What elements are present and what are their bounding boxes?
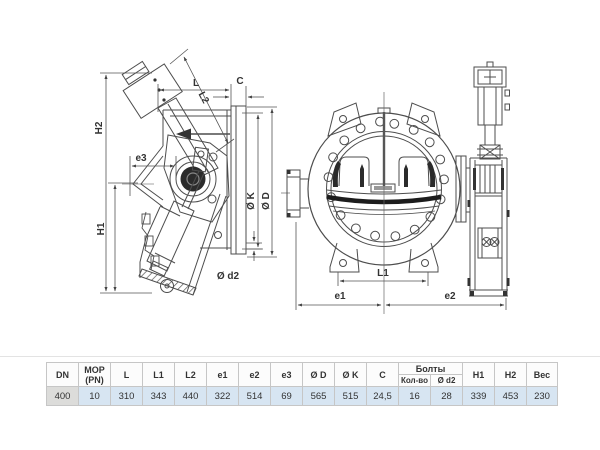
flange-side [226,105,247,255]
dim-label-h1: H1 [96,222,107,235]
dim-label-h2: H2 [94,121,105,134]
cell-mop: 10 [78,386,111,406]
base-hatch [138,268,197,296]
cell-od: 565 [302,386,335,406]
bolt-dot [162,98,166,102]
front-view-dimensions [295,222,507,310]
cell-bolts-qty: 16 [398,386,431,406]
cell-e2: 514 [238,386,271,406]
col-header-c: C [366,362,399,387]
cell-l1: 343 [142,386,175,406]
bolt-dot [153,78,157,82]
col-header-weight: Вес [526,362,558,387]
col-header-dn: DN [46,362,79,387]
side-view [121,60,247,296]
mounting-feet [329,242,439,273]
col-header-l2: L2 [174,362,207,387]
dim-label-od2: Ø d2 [217,271,240,282]
table-row: 400 10 310 343 440 322 514 69 565 515 24… [46,386,558,406]
dim-label-l: L [193,78,199,89]
dim-label-e1: e1 [334,291,346,302]
dim-label-c: C [236,76,243,87]
col-header-bolts-qty: Кол-во [398,374,431,387]
cell-dn: 400 [46,386,79,406]
front-view [281,61,510,314]
separator-line [0,356,600,357]
col-header-ok: Ø K [334,362,367,387]
hose-fittings [141,211,160,271]
col-header-h2: H2 [494,362,527,387]
col-header-bolts-d2: Ø d2 [430,374,463,387]
cell-e1: 322 [206,386,239,406]
col-header-od: Ø D [302,362,335,387]
col-header-bolts-group: Болты [398,362,463,375]
shaft-stub-right [455,155,470,223]
bolt-holes [323,116,449,242]
lever-assembly-front [467,61,510,297]
cell-l: 310 [110,386,143,406]
col-header-h1: H1 [462,362,495,387]
col-header-e2: e2 [238,362,271,387]
cell-h2: 453 [494,386,527,406]
valve-drawing-svg: H2 H1 e3 L C L2 Ø K Ø D Ø d2 [94,48,510,314]
dim-label-l2: L2 [196,90,211,106]
cell-e3: 69 [270,386,303,406]
col-header-e3: e3 [270,362,303,387]
cell-l2: 440 [174,386,207,406]
dim-label-e2: e2 [444,291,456,302]
dim-label-ok: Ø K [246,191,257,210]
cell-h1: 339 [462,386,495,406]
side-view-dimensions [100,48,277,294]
cell-weight: 230 [526,386,558,406]
spec-table-container: DN MOP (PN) L L1 L2 e1 e2 e3 Ø D Ø K C Б… [46,362,558,406]
col-header-l: L [110,362,143,387]
cell-ok: 515 [334,386,367,406]
dim-label-od: Ø D [261,192,272,210]
spec-table: DN MOP (PN) L L1 L2 e1 e2 e3 Ø D Ø K C Б… [46,362,558,406]
col-header-e1: e1 [206,362,239,387]
col-header-l1: L1 [142,362,175,387]
col-header-mop: MOP (PN) [78,362,111,387]
dim-label-l1: L1 [377,268,389,279]
technical-drawing: H2 H1 e3 L C L2 Ø K Ø D Ø d2 [94,48,510,314]
dim-label-e3: e3 [135,153,147,164]
hydraulic-damper [146,146,210,277]
shaft-stub-left [281,169,309,218]
mounting-ears [327,102,441,137]
cell-c: 24,5 [366,386,399,406]
cell-bolts-d2: 28 [430,386,463,406]
